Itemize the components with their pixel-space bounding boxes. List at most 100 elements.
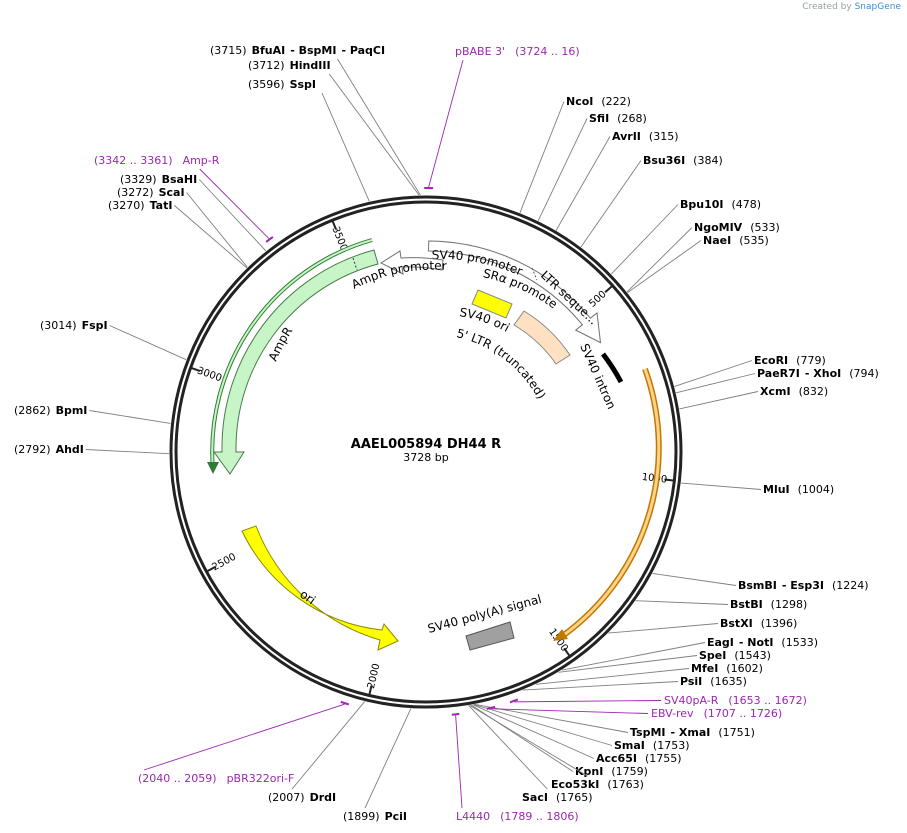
tick-mark	[664, 478, 675, 482]
site-enzyme: SspI	[290, 78, 316, 91]
site-enzyme: Eco53kI	[551, 778, 599, 791]
primer-name: SV40pA-R	[664, 694, 719, 707]
primer-leader-line	[455, 715, 463, 809]
site-enzyme: - XhoI	[805, 367, 841, 380]
tick-mark	[205, 565, 216, 573]
site-ahdi[interactable]: (2792)AhdI	[14, 443, 170, 456]
site-spei[interactable]: SpeI(1543)	[558, 649, 771, 673]
site-tati[interactable]: (3270)TatI	[108, 199, 248, 269]
site-naei[interactable]: NaeI(535)	[627, 234, 769, 293]
backbone-inner	[174, 200, 678, 704]
site-leader-line	[652, 572, 737, 586]
site-position: (3272)	[117, 186, 154, 199]
site-eco53ki[interactable]: Eco53kI(1763)	[469, 704, 644, 791]
site-position: (1543)	[734, 649, 771, 662]
site-ngomiv[interactable]: NgoMIV(533)	[626, 221, 780, 293]
tick-mark	[563, 647, 571, 657]
site-scai[interactable]: (3272)ScaI	[117, 186, 248, 268]
backbone-outer	[169, 195, 683, 709]
site-leader-line	[109, 325, 187, 361]
site-bpmi[interactable]: (2862)BpmI	[14, 404, 171, 424]
site-enzyme: KpnI	[575, 765, 603, 778]
site-ecori[interactable]: EcoRI(779)	[674, 354, 826, 387]
site-leader-line	[611, 204, 679, 275]
site-position: (478)	[732, 198, 762, 211]
tick-mark	[604, 284, 614, 294]
site-bsmbi[interactable]: BsmBI- Esp3I(1224)	[652, 572, 869, 592]
site-bstbi[interactable]: BstBI(1298)	[635, 598, 808, 611]
ampr-arrow[interactable]	[213, 249, 379, 475]
primer-ampr-primer[interactable]: (3342 .. 3361)Amp-R	[94, 154, 274, 243]
primer-range: (3724 .. 16)	[515, 45, 580, 58]
ampr-promoter-arrow[interactable]	[379, 250, 444, 275]
sv40-polya-box[interactable]	[465, 621, 515, 651]
site-saci[interactable]: SacI(1765)	[468, 705, 593, 804]
site-kpni[interactable]: KpnI(1759)	[470, 704, 648, 778]
site-position: (2007)	[268, 791, 305, 804]
site-enzyme: Bsu36I	[643, 154, 685, 167]
site-drdi[interactable]: (2007) DrdI	[268, 701, 366, 804]
site-leader-line	[472, 704, 595, 759]
site-enzyme: EcoRI	[754, 354, 788, 367]
site-eagi[interactable]: EagI- NotI(1533)	[561, 636, 818, 671]
sv40-ori-box[interactable]	[471, 289, 513, 319]
site-label: SmaI(1753)	[614, 739, 689, 752]
primer-pbr322ori-f[interactable]: (2040 .. 2059) pBR322ori-F	[138, 700, 350, 785]
primer-pbabe3[interactable]: pBABE 3' (3724 .. 16)	[424, 45, 580, 190]
site-enzyme: BsaHI	[162, 173, 198, 186]
site-label: EagI- NotI(1533)	[707, 636, 818, 649]
site-pcii[interactable]: (1899)PciI	[343, 708, 412, 823]
site-fspi[interactable]: (3014)FspI	[40, 319, 187, 361]
site-position: (832)	[799, 385, 829, 398]
site-enzyme: SacI	[522, 791, 548, 804]
site-label: Eco53kI(1763)	[551, 778, 644, 791]
primer-range: (2040 .. 2059)	[138, 772, 217, 785]
site-mfei[interactable]: MfeI(1602)	[535, 662, 763, 685]
ltr5-box[interactable]	[513, 310, 571, 365]
site-xcmi[interactable]: XcmI(832)	[679, 385, 829, 410]
site-leader-line	[608, 623, 719, 634]
site-position: (1004)	[798, 483, 835, 496]
site-enzyme: FspI	[82, 319, 108, 332]
primer-sites: pBABE 3' (3724 .. 16) (3342 .. 3361)Amp-R S…	[94, 45, 807, 823]
site-smai[interactable]: SmaI(1753)	[473, 704, 690, 752]
site-psii[interactable]: PsiI(1635)	[522, 675, 747, 691]
site-bsahi[interactable]: (3329)BsaHI	[120, 173, 267, 252]
sv40-intron-bar[interactable]	[601, 352, 624, 384]
site-label: EcoRI(779)	[754, 354, 826, 367]
site-ncoi[interactable]: NcoI(222)	[519, 95, 631, 213]
site-bpu10i[interactable]: Bpu10I(478)	[611, 198, 762, 275]
site-label: SpeI(1543)	[699, 649, 771, 662]
ori-arrow[interactable]	[241, 525, 399, 651]
site-enzyme: BfuAI	[252, 44, 286, 57]
site-position: (1396)	[761, 617, 798, 630]
site-position: (1602)	[726, 662, 763, 675]
site-bfuai[interactable]: (3715)BfuAI- BspMI- PaqCI	[210, 44, 421, 196]
site-sfii[interactable]: SfiI(268)	[537, 112, 647, 221]
site-leader-line	[626, 227, 693, 293]
primer-ebv-rev[interactable]: EBV-rev(1707 .. 1726)	[486, 705, 783, 720]
site-bsu36i[interactable]: Bsu36I(384)	[580, 154, 723, 248]
site-leader-line	[627, 240, 702, 293]
site-leader-line	[679, 391, 759, 410]
site-label: PaeR7I- XhoI(794)	[757, 367, 879, 380]
sv40-promoter-arrow[interactable]	[427, 240, 602, 344]
site-enzyme: DrdI	[310, 791, 337, 804]
primer-label: (3342 .. 3361)Amp-R	[94, 154, 220, 167]
primer-bar	[509, 698, 519, 704]
site-paer7i[interactable]: PaeR7I- XhoI(794)	[675, 367, 879, 394]
primer-l4440[interactable]: L4440(1789 .. 1806)	[451, 712, 579, 823]
site-acc65i[interactable]: Acc65I(1755)	[472, 704, 682, 765]
primer-name: pBABE 3'	[455, 45, 505, 58]
primer-name: pBR322ori-F	[227, 772, 295, 785]
primer-name: Amp-R	[183, 154, 220, 167]
site-avrii[interactable]: AvrII(315)	[555, 130, 679, 231]
primer-label: (2040 .. 2059) pBR322ori-F	[138, 772, 294, 785]
site-hindiii[interactable]: (3712)HindIII	[248, 59, 420, 196]
site-label: (3329)BsaHI	[120, 173, 197, 186]
site-mlui[interactable]: MluI(1004)	[681, 482, 835, 496]
primer-sv40pa-r[interactable]: SV40pA-R(1653 .. 1672)	[509, 694, 807, 707]
site-bstxi[interactable]: BstXI(1396)	[608, 617, 798, 634]
site-sspi[interactable]: (3596)SspI	[248, 78, 370, 202]
primer-range: (1707 .. 1726)	[704, 707, 783, 720]
